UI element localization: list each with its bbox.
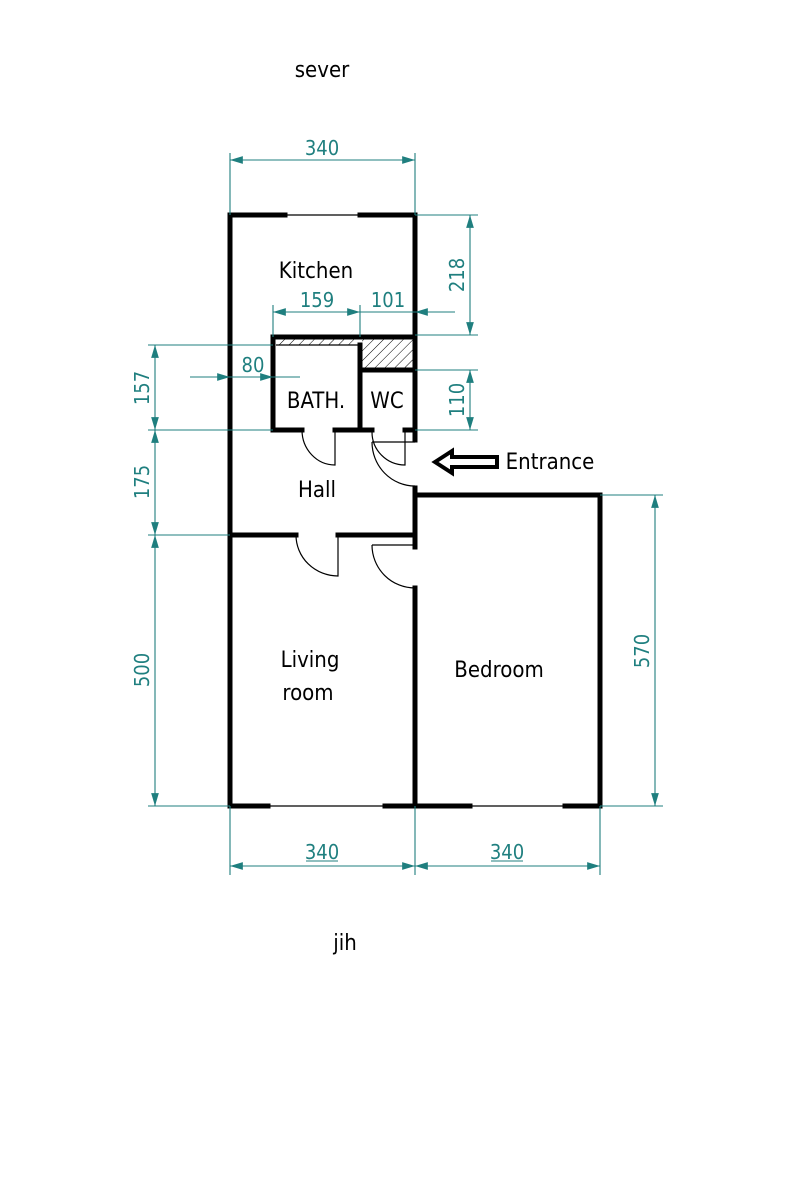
- dim-bedroom-width: 340: [490, 840, 524, 864]
- dim-hall-depth: 175: [130, 465, 154, 499]
- dim-bath-depth: 157: [130, 371, 154, 405]
- room-bedroom: Bedroom: [454, 658, 543, 683]
- entrance-arrow-icon: [431, 447, 499, 477]
- hatched-shaft: [362, 339, 413, 370]
- north-label: sever: [295, 58, 350, 83]
- dim-bath-width: 159: [300, 288, 334, 312]
- entrance-label: Entrance: [506, 450, 595, 475]
- entrance-door[interactable]: [371, 441, 416, 487]
- hatched-wall-strip: [276, 339, 360, 345]
- dimension-labels: 340 218 159 101 80 110 157 175 500 570 3…: [130, 136, 654, 864]
- doors: [295, 429, 416, 589]
- dim-living-depth: 500: [130, 653, 154, 687]
- bedroom-door[interactable]: [371, 544, 416, 589]
- room-kitchen: Kitchen: [279, 259, 353, 284]
- room-wc: WC: [370, 389, 403, 414]
- dim-bath-offset: 80: [242, 353, 265, 377]
- room-labels: Kitchen BATH. WC Hall Living room Bedroo…: [279, 259, 544, 706]
- dim-kitchen-depth: 218: [445, 258, 469, 292]
- south-label: jih: [332, 931, 357, 956]
- room-living-line2: room: [282, 681, 333, 706]
- dimension-lines: [148, 153, 663, 875]
- room-living-line1: Living: [281, 648, 340, 673]
- wc-door[interactable]: [371, 431, 406, 466]
- walls: [227, 212, 603, 809]
- room-bath: BATH.: [287, 389, 345, 414]
- dim-bedroom-depth: 570: [630, 634, 654, 668]
- dim-wc-depth: 110: [445, 383, 469, 417]
- dim-wc-width: 101: [371, 288, 405, 312]
- dim-living-width: 340: [305, 840, 339, 864]
- bath-door[interactable]: [301, 429, 336, 466]
- living-room-door[interactable]: [295, 534, 339, 577]
- dim-top-width: 340: [305, 136, 339, 160]
- room-hall: Hall: [298, 478, 336, 503]
